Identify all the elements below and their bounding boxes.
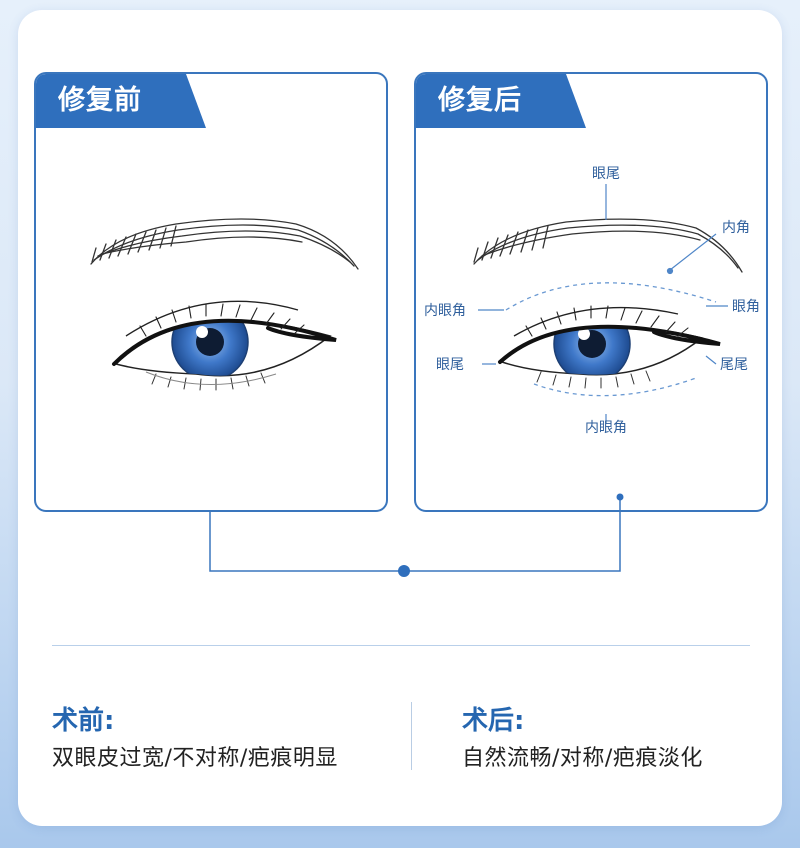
label-right-upper: 眼角: [732, 299, 760, 315]
after-tab: 修复后: [416, 74, 586, 128]
post-op-text: 自然流畅/对称/疤痕淡化: [462, 746, 703, 771]
connector-end-dot: [616, 493, 624, 501]
before-panel: 修复前: [34, 72, 388, 512]
summary-divider: [411, 702, 412, 770]
label-top: 眼尾: [592, 166, 620, 182]
after-tab-label: 修复后: [438, 85, 522, 116]
before-tab-label: 修复前: [58, 85, 142, 116]
pre-op-text: 双眼皮过宽/不对称/疤痕明显: [52, 746, 338, 771]
after-eye-illustration: 眼尾 内角 内眼角 眼角 眼尾 尾尾 内眼角: [424, 166, 760, 436]
connector-dot: [398, 565, 410, 577]
post-op-title: 术后:: [462, 706, 525, 736]
before-eye-illustration: [90, 218, 359, 391]
before-eyebrow: [90, 218, 359, 270]
label-bottom: 内眼角: [585, 420, 627, 436]
label-right-lower: 尾尾: [720, 357, 748, 373]
section-divider: [52, 645, 750, 646]
label-left-upper: 内眼角: [424, 303, 466, 319]
label-left-lower: 眼尾: [436, 357, 464, 373]
after-eyebrow: [473, 218, 743, 273]
label-brow-inner: 内角: [722, 220, 750, 236]
pre-op-title: 术前:: [52, 706, 115, 736]
after-panel: 修复后: [414, 72, 768, 512]
before-tab: 修复前: [36, 74, 206, 128]
